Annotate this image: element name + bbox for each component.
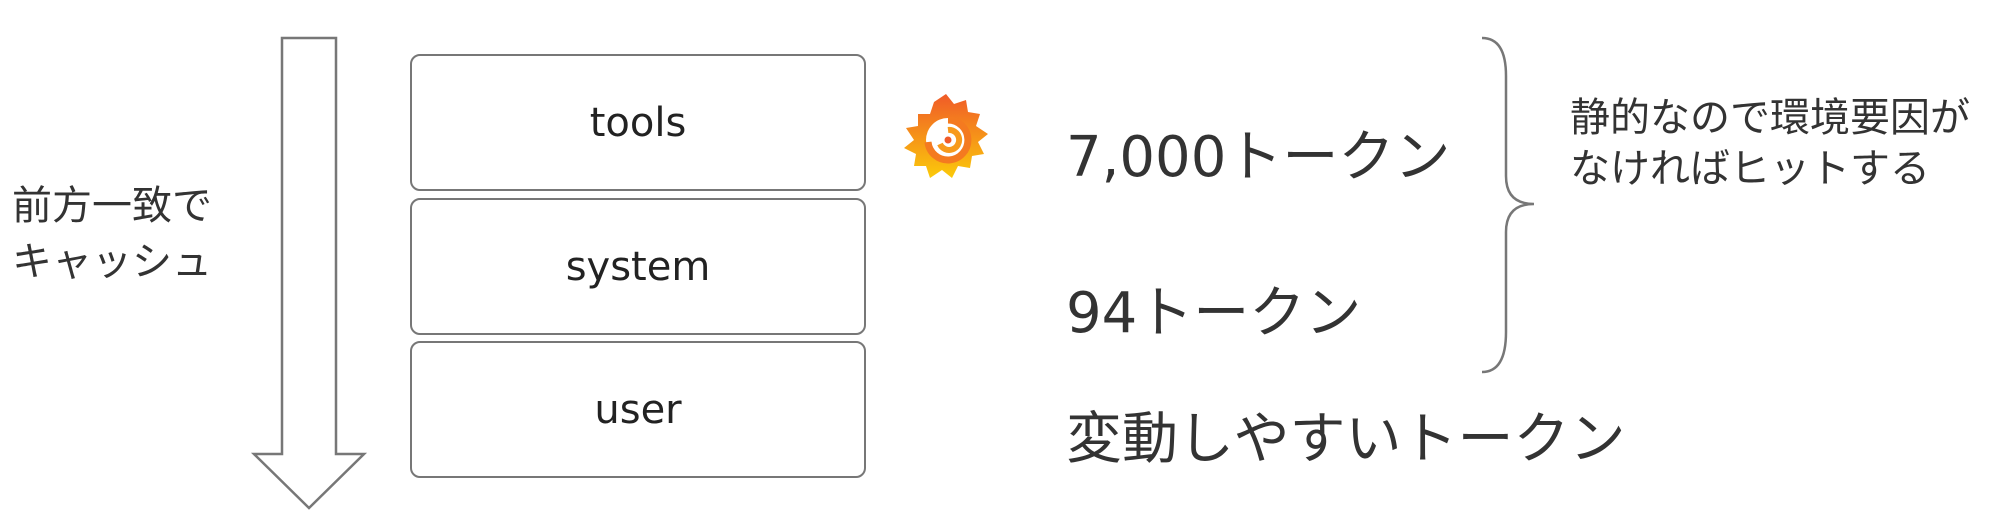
system-box-label: system (565, 243, 711, 290)
down-arrow-icon (250, 36, 368, 510)
prefix-cache-label-line2: キャッシュ (12, 239, 212, 285)
system-box: system (410, 198, 866, 335)
system-token-count: 94トークン (1066, 281, 1362, 346)
right-curly-brace-icon (1481, 36, 1535, 374)
tools-token-count: 7,000トークン (1066, 125, 1451, 190)
prefix-cache-label-line1: 前方一致で (12, 183, 212, 229)
tools-box-label: tools (589, 99, 687, 146)
user-box-label: user (594, 386, 682, 433)
user-token-count: 変動しやすいトークン (1066, 407, 1626, 472)
prefix-cache-label: 前方一致で キャッシュ (12, 178, 212, 290)
user-box: user (410, 341, 866, 478)
tools-box: tools (410, 54, 866, 191)
cache-note: 静的なので環境要因がなければヒットする (1570, 95, 1970, 192)
grafana-logo-icon (904, 94, 988, 178)
